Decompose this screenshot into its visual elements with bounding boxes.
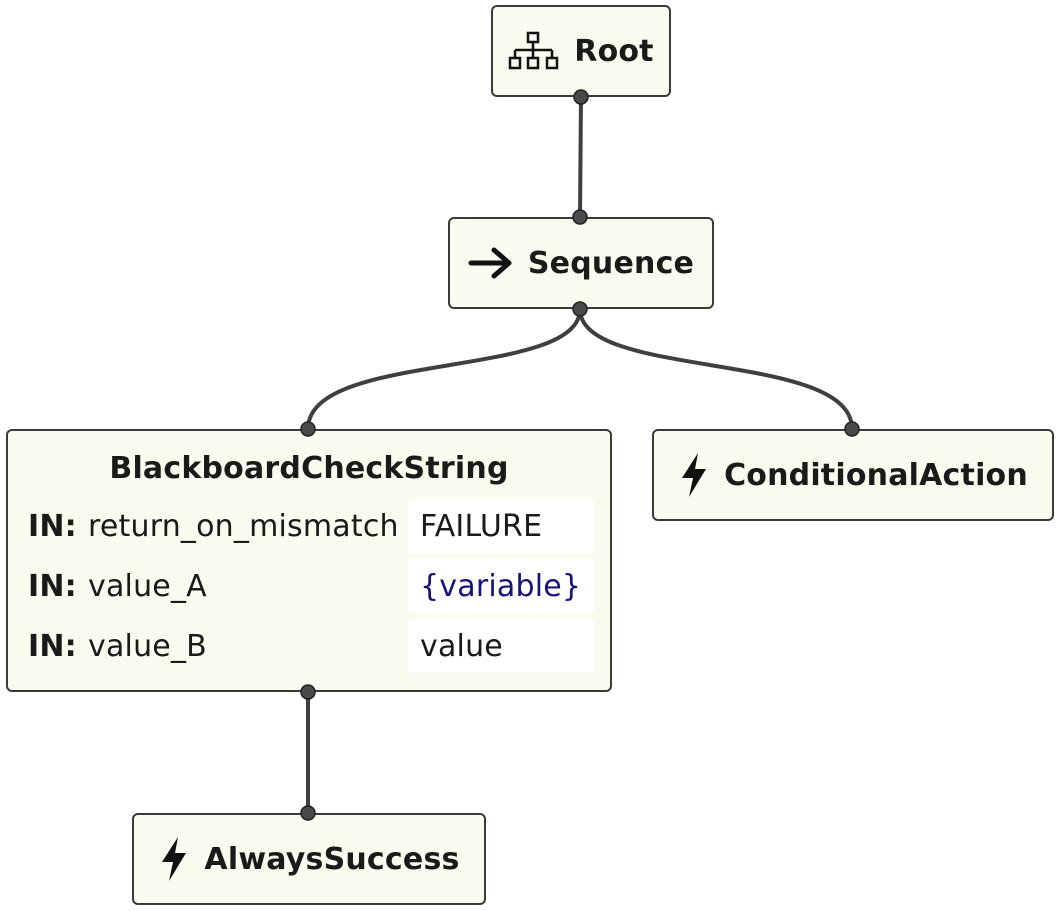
port-name: value_B <box>88 628 207 664</box>
port-direction: IN: <box>28 568 77 604</box>
port-name: return_on_mismatch <box>88 508 399 544</box>
port-name: value_A <box>88 568 207 604</box>
port-row: IN: value_A {variable} <box>28 559 594 613</box>
node-label: AlwaysSuccess <box>204 841 460 877</box>
port-direction: IN: <box>28 508 77 544</box>
edge-sequence-blackboard <box>306 308 582 430</box>
lightning-icon <box>678 452 710 498</box>
port-row: IN: value_B value <box>28 619 594 673</box>
node-title: BlackboardCheckString <box>109 451 509 486</box>
tree-structure-icon <box>508 31 560 71</box>
edge-root-sequence <box>578 96 583 218</box>
node-label: ConditionalAction <box>724 457 1028 493</box>
port-value-field[interactable]: value <box>408 619 594 673</box>
node-sequence[interactable]: Sequence <box>448 217 714 309</box>
lightning-icon <box>158 836 190 882</box>
node-label: Sequence <box>527 245 695 281</box>
node-blackboard-check-string[interactable]: BlackboardCheckString IN: return_on_mism… <box>6 429 612 692</box>
node-root[interactable]: Root <box>491 5 671 97</box>
port-row: IN: return_on_mismatch FAILURE <box>28 499 594 553</box>
port-direction: IN: <box>28 628 77 664</box>
node-label: Root <box>574 33 654 69</box>
node-conditional-action[interactable]: ConditionalAction <box>652 429 1054 521</box>
node-always-success[interactable]: AlwaysSuccess <box>132 813 486 905</box>
arrow-right-icon <box>468 246 514 280</box>
edge-sequence-conditional <box>578 308 854 430</box>
port-value-field[interactable]: FAILURE <box>408 499 594 553</box>
port-value-field[interactable]: {variable} <box>408 559 594 613</box>
